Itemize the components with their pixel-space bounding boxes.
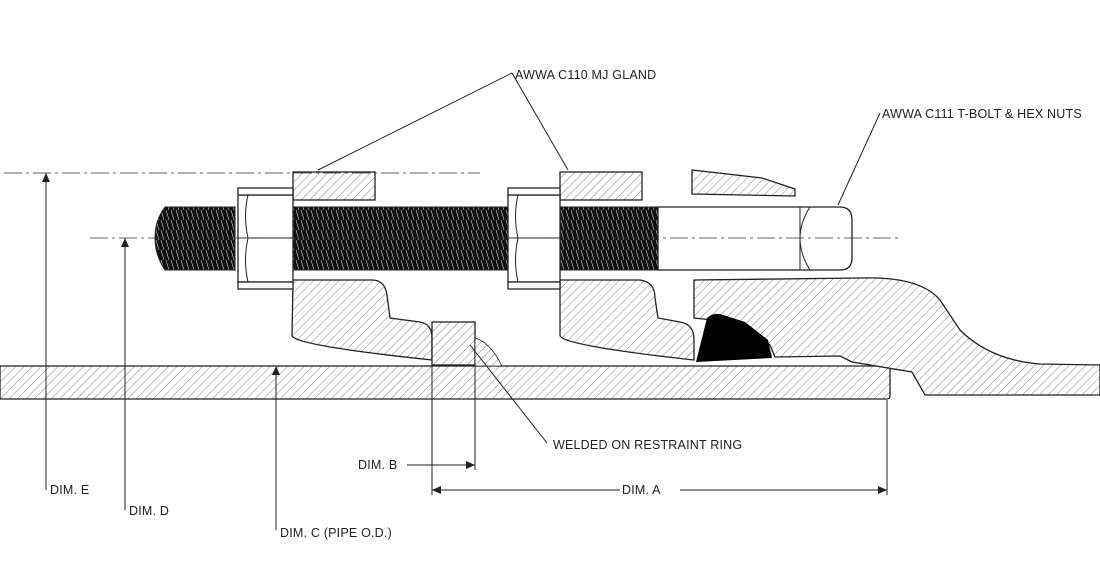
gland-1 bbox=[291, 171, 433, 361]
label-dim-d: DIM. D bbox=[129, 504, 169, 518]
threaded-rod bbox=[154, 206, 659, 271]
restraint-ring bbox=[431, 321, 503, 367]
t-bolt-head bbox=[657, 206, 853, 271]
label-dim-a: DIM. A bbox=[622, 483, 661, 497]
label-dim-e: DIM. E bbox=[50, 483, 89, 497]
bell-flange-top bbox=[691, 169, 796, 197]
hex-nut-2 bbox=[507, 187, 561, 290]
label-restraint-ring: WELDED ON RESTRAINT RING bbox=[553, 438, 742, 452]
bell-socket bbox=[693, 277, 1100, 396]
gland-2 bbox=[559, 171, 695, 361]
hex-nut-1 bbox=[237, 187, 294, 290]
label-dim-b: DIM. B bbox=[358, 458, 397, 472]
center-lines bbox=[4, 172, 900, 239]
pipe-body bbox=[0, 365, 891, 400]
label-t-bolt: AWWA C111 T-BOLT & HEX NUTS bbox=[882, 107, 1082, 121]
leader-lines bbox=[317, 72, 881, 444]
label-mj-gland: AWWA C110 MJ GLAND bbox=[515, 68, 656, 82]
label-dim-c: DIM. C (PIPE O.D.) bbox=[280, 526, 392, 540]
gasket bbox=[696, 313, 772, 362]
dimension-lines bbox=[42, 173, 888, 530]
